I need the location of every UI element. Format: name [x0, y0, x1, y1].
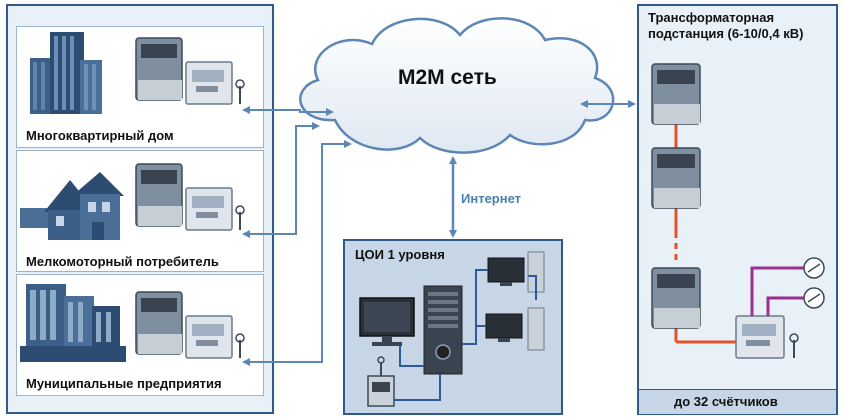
workstation-top-icon — [487, 251, 545, 293]
meter-set-municipal — [135, 291, 245, 359]
cloud-icon — [299, 17, 615, 154]
consumer-label-apartment: Многоквартирный дом — [26, 128, 174, 143]
apartment-building-icon — [30, 32, 102, 114]
substation-title-line2: подстанция (6-10/0,4 кВ) — [648, 26, 804, 41]
line-sensor-icons — [803, 257, 825, 309]
server-rack-icon — [423, 285, 463, 375]
substation-meter-3 — [651, 267, 701, 329]
data-center-title: ЦОИ 1 уровня — [355, 247, 445, 262]
municipal-building-icon — [20, 284, 126, 362]
substation-footer: до 32 счётчиков — [674, 394, 778, 409]
consumer-links — [242, 106, 352, 366]
line-sensor-links — [750, 266, 804, 316]
substation-meter-1 — [651, 63, 701, 125]
consumer-label-house: Мелкомоторный потребитель — [26, 254, 219, 269]
modem-icon — [367, 356, 441, 407]
substation-footer-bar — [639, 389, 836, 414]
concentrator-icon — [735, 315, 799, 359]
meter-set-house — [135, 163, 245, 231]
network-title: M2M сеть — [398, 66, 497, 89]
internet-label: Интернет — [461, 191, 522, 206]
substation-title-line1: Трансформаторная — [648, 10, 775, 25]
consumer-label-municipal: Муниципальные предприятия — [26, 376, 222, 391]
house-icon — [20, 172, 124, 240]
substation-meter-2 — [651, 147, 701, 209]
workstation-bottom-icon — [485, 307, 545, 351]
monitor-main-icon — [359, 297, 415, 346]
substation-meter-link — [674, 124, 736, 344]
network-lines — [399, 269, 537, 367]
meter-set-apartment — [135, 37, 245, 105]
